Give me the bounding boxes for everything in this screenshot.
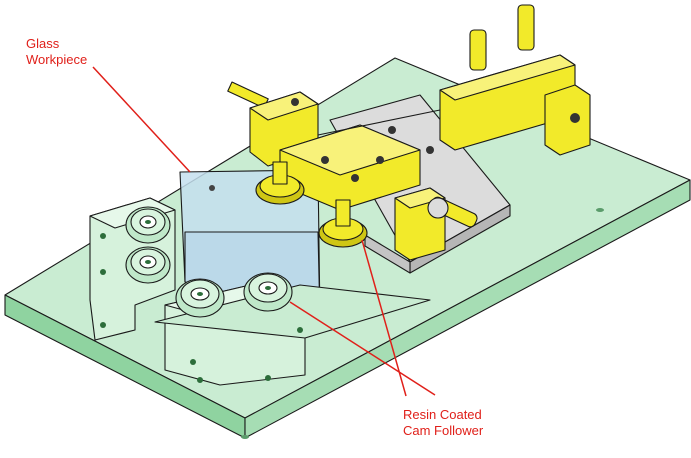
guide-roller [125, 206, 171, 244]
callout-leaders [92, 66, 436, 397]
glass-workpiece-label-line2: Workpiece [26, 52, 87, 67]
cam-follower-label-line1: Resin Coated [403, 407, 482, 422]
guide-roller [125, 246, 171, 284]
mount-hole [241, 435, 249, 439]
left-roller-bracket [89, 197, 176, 341]
front-roller-bracket [154, 272, 431, 386]
cam-follower [255, 161, 305, 205]
glass-workpiece-label-line1: Glass [26, 36, 60, 51]
guide-roller [243, 272, 293, 312]
cam-follower [318, 199, 368, 248]
mount-hole [596, 208, 604, 212]
yellow-mechanism [227, 4, 591, 261]
guide-roller [175, 278, 225, 318]
cam-follower-label-line2: Cam Follower [403, 423, 484, 438]
